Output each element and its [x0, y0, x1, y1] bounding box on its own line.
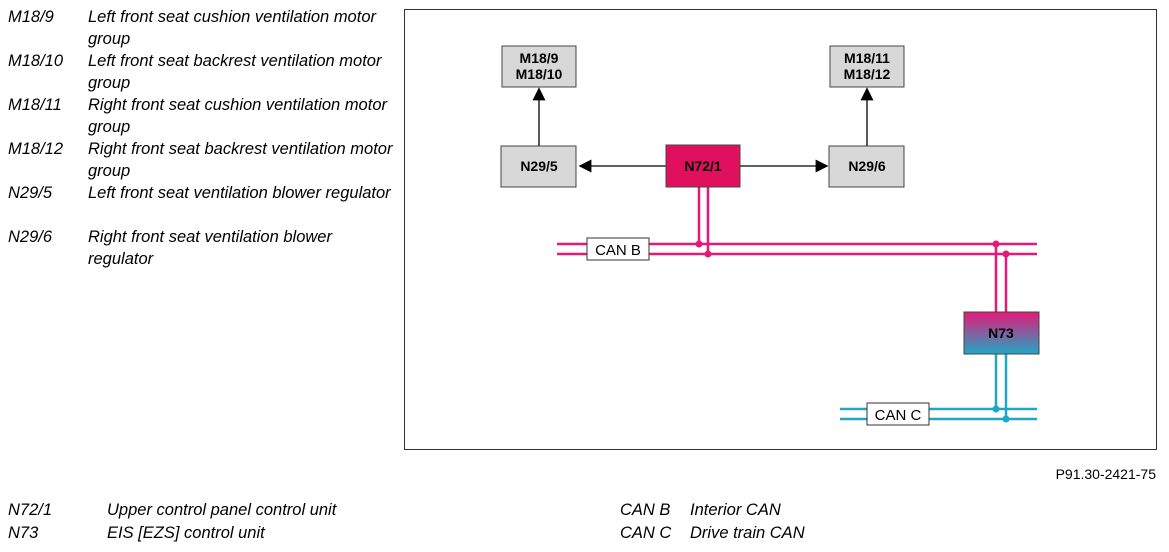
legend-row: M18/9 Left front seat cushion ventilatio…	[8, 6, 398, 50]
box-n73-label: N73	[988, 325, 1014, 341]
legend-desc: Upper control panel control unit	[107, 501, 337, 519]
legend-row: N29/5 Left front seat ventilation blower…	[8, 182, 398, 226]
box-m18-right: M18/11 M18/12	[829, 45, 905, 88]
legend-row: M18/11 Right front seat cushion ventilat…	[8, 94, 398, 138]
legend-desc: Left front seat ventilation blower regul…	[88, 184, 391, 202]
junction-dot	[695, 240, 703, 248]
can-b-label: CAN B	[595, 242, 641, 259]
legend-desc: Right front seat ventilation blower regu…	[88, 228, 332, 268]
legend-bottom-row: N72/1 Upper control panel control unit	[8, 499, 336, 521]
legend-bottom-row: CAN B Interior CAN	[620, 499, 781, 521]
box-n29-5: N29/5	[500, 145, 577, 188]
network-diagram: M18/9 M18/10 M18/11 M18/12 N29/5 N29/6 N…	[500, 45, 1040, 426]
legend-code: CAN B	[620, 501, 671, 519]
legend-desc: EIS [EZS] control unit	[107, 524, 265, 542]
legend-code: M18/10	[8, 52, 64, 70]
legend-code: N72/1	[8, 501, 53, 519]
can-c-label-box: CAN C	[866, 402, 930, 426]
can-b-label-box: CAN B	[586, 237, 650, 261]
legend-desc: Left front seat backrest ventilation mot…	[88, 52, 382, 92]
legend-code: N29/5	[8, 184, 53, 202]
legend-desc: Interior CAN	[690, 501, 781, 519]
legend-code: M18/9	[8, 8, 54, 26]
box-n29-5-label: N29/5	[520, 158, 558, 174]
junction-dot	[1002, 415, 1010, 423]
legend-bottom-row: CAN C Drive train CAN	[620, 522, 805, 544]
legend-desc: Left front seat cushion ventilation moto…	[88, 8, 376, 48]
legend-top: M18/9 Left front seat cushion ventilatio…	[8, 6, 398, 270]
box-m18-left: M18/9 M18/10	[501, 45, 577, 88]
legend-code: N29/6	[8, 228, 53, 246]
box-m18-right-line1: M18/11	[844, 50, 890, 66]
legend-code: N73	[8, 524, 39, 542]
legend-row: M18/12 Right front seat backrest ventila…	[8, 138, 398, 182]
box-m18-left-line2: M18/10	[516, 66, 563, 82]
legend-desc: Drive train CAN	[690, 524, 805, 542]
legend-desc: Right front seat backrest ventilation mo…	[88, 140, 393, 180]
figure-reference: P91.30-2421-75	[1055, 466, 1156, 482]
legend-row: M18/10 Left front seat backrest ventilat…	[8, 50, 398, 94]
legend-row: N29/6 Right front seat ventilation blowe…	[8, 226, 398, 270]
junction-dot	[1002, 250, 1010, 258]
junction-dot	[704, 250, 712, 258]
legend-bottom-row: N73 EIS [EZS] control unit	[8, 522, 265, 544]
legend-code: M18/12	[8, 140, 64, 158]
junction-dot	[992, 240, 1000, 248]
legend-desc: Right front seat cushion ventilation mot…	[88, 96, 387, 136]
box-n29-6-label: N29/6	[848, 158, 886, 174]
junction-dot	[992, 405, 1000, 413]
legend-code: M18/11	[8, 96, 62, 114]
box-n72-1-label: N72/1	[684, 158, 722, 174]
box-n72-1: N72/1	[665, 144, 741, 188]
can-c-label: CAN C	[875, 407, 922, 424]
box-m18-right-line2: M18/12	[844, 66, 891, 82]
diagram-frame: M18/9 M18/10 M18/11 M18/12 N29/5 N29/6 N…	[404, 9, 1157, 450]
legend-code: CAN C	[620, 524, 672, 542]
box-n29-6: N29/6	[828, 145, 905, 188]
box-n73: N73	[963, 311, 1040, 355]
box-m18-left-line1: M18/9	[520, 50, 559, 66]
